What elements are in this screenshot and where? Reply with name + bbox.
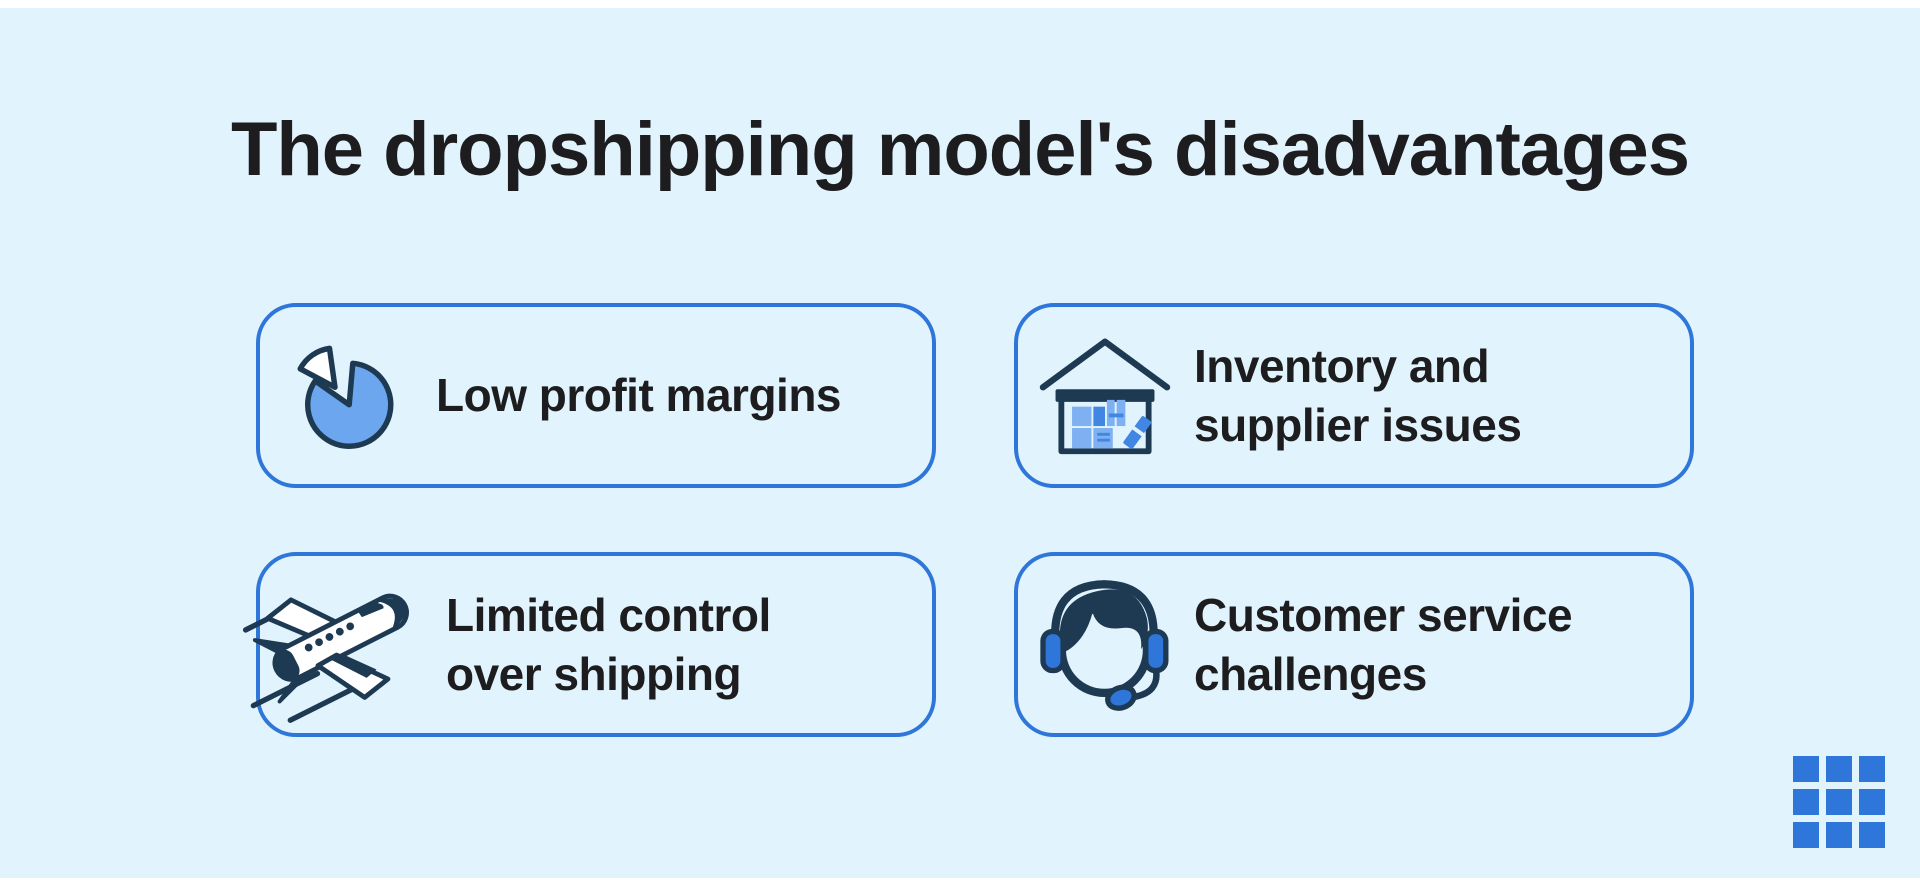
page-title: The dropshipping model's disadvantages bbox=[230, 107, 1690, 192]
grid-logo bbox=[1793, 756, 1885, 848]
warehouse-icon bbox=[1030, 332, 1180, 460]
logo-square bbox=[1793, 822, 1819, 848]
card-limited-control-shipping: Limited control over shipping bbox=[242, 552, 936, 737]
logo-square bbox=[1859, 822, 1885, 848]
logo-square bbox=[1826, 756, 1852, 782]
card-label-line: challenges bbox=[1194, 647, 1427, 700]
pie-chart-icon bbox=[272, 337, 422, 455]
card-label: Limited control over shipping bbox=[446, 586, 771, 704]
card-label-line: Limited control bbox=[446, 588, 771, 641]
card-label-line: Customer service bbox=[1194, 588, 1573, 641]
logo-square bbox=[1859, 756, 1885, 782]
card-inventory-supplier-issues: Inventory and supplier issues bbox=[1014, 303, 1694, 488]
airplane-icon bbox=[242, 562, 432, 727]
logo-square bbox=[1793, 789, 1819, 815]
card-label: Inventory and supplier issues bbox=[1194, 337, 1522, 455]
card-label-line: Inventory and bbox=[1194, 339, 1490, 392]
logo-square bbox=[1826, 789, 1852, 815]
logo-square bbox=[1826, 822, 1852, 848]
card-label-line: over shipping bbox=[446, 647, 742, 700]
blue-canvas: The dropshipping model's disadvantages L… bbox=[0, 8, 1920, 878]
card-customer-service-challenges: Customer service challenges bbox=[1014, 552, 1694, 737]
card-low-profit-margins: Low profit margins bbox=[256, 303, 936, 488]
card-label: Customer service challenges bbox=[1194, 586, 1573, 704]
logo-square bbox=[1859, 789, 1885, 815]
headset-agent-icon bbox=[1030, 576, 1180, 713]
card-label: Low profit margins bbox=[436, 366, 842, 425]
card-label-line: supplier issues bbox=[1194, 398, 1522, 451]
logo-square bbox=[1793, 756, 1819, 782]
card-label-line: Low profit margins bbox=[436, 369, 842, 421]
